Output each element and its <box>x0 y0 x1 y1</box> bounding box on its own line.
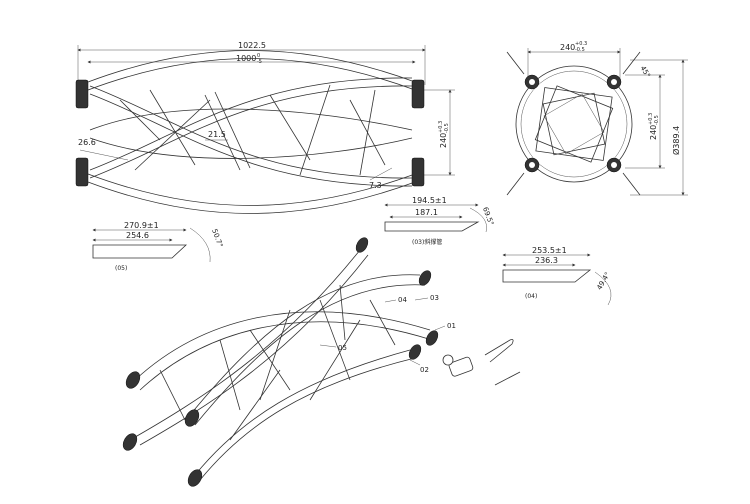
end-view: 240 +0.3 -0.5 240 +0.3 -0.5 Ø389.4 45° <box>506 41 688 196</box>
dim-inner-tol-top: 0 <box>257 53 260 59</box>
dim-height-tol-bottom: -0.5 <box>444 123 450 133</box>
end-view-inner-circle <box>520 70 628 178</box>
top-view: 1022.5 1000 0 -5 240 +0.3 -0.5 21.5 26.6… <box>75 41 455 214</box>
part-03-angle: 69.5° <box>481 206 495 227</box>
dim-end-height: 240 <box>649 125 658 140</box>
part-05-short: 254.6 <box>126 231 149 240</box>
dim-end-height-tol-bottom: -0.5 <box>654 115 660 125</box>
part-04-caption: (04) <box>525 293 537 300</box>
isometric-view: 03 04 01 02 05 <box>122 237 521 487</box>
part-03-short: 187.1 <box>415 208 438 217</box>
dim-end-width-tol-top: +0.3 <box>575 41 587 47</box>
part-03-caption: (03)斜撑管 <box>412 238 442 246</box>
part-04-detail: 253.5±1 236.3 49.4° (04) <box>502 246 612 306</box>
callout-04: 04 <box>398 296 407 304</box>
iso-callouts: 03 04 01 02 05 <box>319 294 456 374</box>
end-view-connectors <box>524 74 622 173</box>
dim-end-diameter: Ø389.4 <box>671 126 681 155</box>
dim-height-tol-top: +0.3 <box>438 121 444 133</box>
callout-02: 02 <box>420 366 429 374</box>
dim-overall-length: 1022.5 <box>238 41 266 50</box>
iso-braces <box>159 284 396 441</box>
dim-end-width-tol-bottom: -0.5 <box>575 47 585 53</box>
end-view-dimensions: 240 +0.3 -0.5 240 +0.3 -0.5 Ø389.4 45° <box>527 41 688 196</box>
part-03-long: 194.5±1 <box>412 196 447 205</box>
part-05-angle: 50.7° <box>210 228 224 249</box>
dim-height: 240 <box>439 133 448 148</box>
part-05-long: 270.9±1 <box>124 221 159 230</box>
top-view-connectors <box>75 79 425 187</box>
dim-end-angle: 45° <box>639 65 652 80</box>
dim-offset: 26.6 <box>78 138 96 147</box>
end-view-pins <box>506 51 641 196</box>
part-03-detail: 194.5±1 187.1 69.5° (03)斜撑管 <box>384 196 495 246</box>
dim-end-width: 240 <box>560 43 575 52</box>
iso-hardware <box>442 339 521 386</box>
callout-05: 05 <box>338 344 347 352</box>
end-view-outer-circle <box>515 65 633 183</box>
callout-03: 03 <box>430 294 439 302</box>
top-view-braces <box>119 84 386 176</box>
dim-inner-tol-bottom: -5 <box>257 59 262 65</box>
part-04-short: 236.3 <box>535 256 558 265</box>
iso-connectors <box>122 237 439 487</box>
part-05-caption: (05) <box>115 265 127 272</box>
dim-end-height-tol-top: +0.3 <box>648 113 654 125</box>
part-05-detail: 270.9±1 254.6 50.7° (05) <box>92 221 224 272</box>
part-04-long: 253.5±1 <box>532 246 567 255</box>
callout-01: 01 <box>447 322 456 330</box>
top-view-chords <box>87 50 416 214</box>
dim-brace: 21.5 <box>208 130 226 139</box>
